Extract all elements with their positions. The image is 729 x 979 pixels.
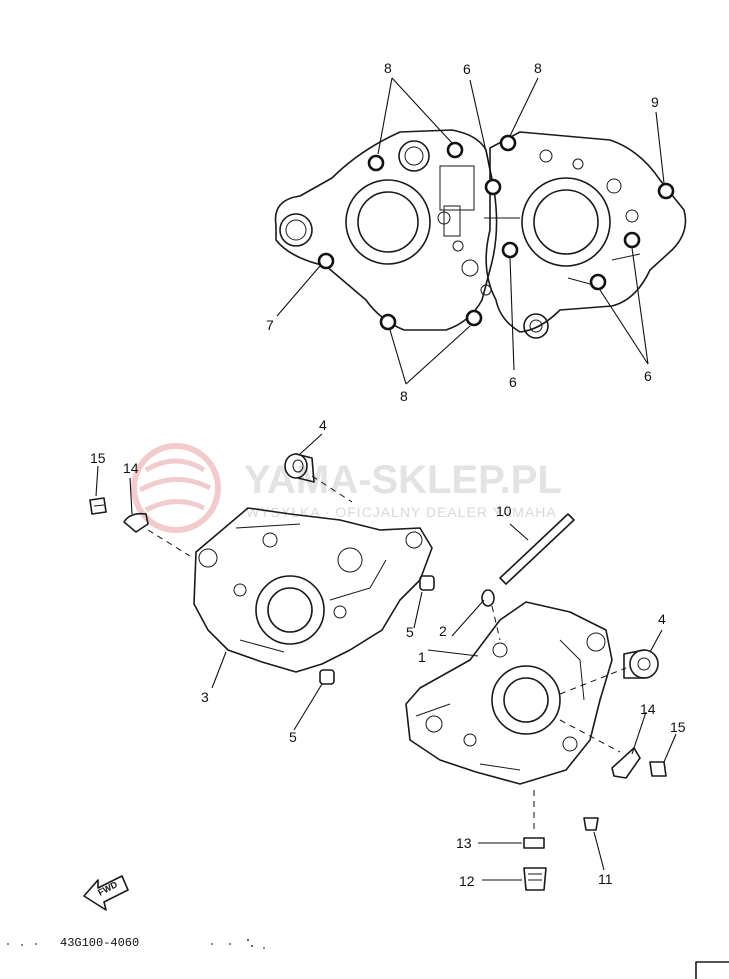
callout-11: 11: [598, 871, 613, 887]
callout-5: 5: [289, 729, 297, 745]
callout-8: 8: [384, 60, 392, 76]
screw-part-15-left: [89, 497, 107, 515]
callout-14: 14: [123, 460, 139, 476]
callout-4: 4: [319, 417, 327, 433]
callout-6: 6: [463, 61, 471, 77]
callout-2: 2: [439, 623, 447, 639]
callout-12: 12: [459, 873, 475, 889]
scan-dots: [7, 939, 265, 949]
callout-6: 6: [509, 374, 517, 390]
plate-part-14-left: [123, 512, 149, 533]
callout-8: 8: [400, 388, 408, 404]
washer-part-13: [523, 837, 545, 849]
callout-13: 13: [456, 835, 472, 851]
callout-15: 15: [90, 450, 106, 466]
watermark-tagline: WYSYŁKA · OFICJALNY DEALER YAMAHA: [246, 504, 557, 520]
crankcase-right-half: [405, 513, 667, 891]
callout-7: 7: [266, 317, 274, 333]
callout-labels: 8 6 8 9 7 8 6 6 4 15 14 10 5 2 1 4 3 5 1…: [90, 60, 686, 889]
plate-part-14-right: [611, 747, 641, 779]
watermark-logo: [131, 443, 221, 533]
leader-lines-lower: [95, 433, 677, 881]
crankcase-left-half: [89, 453, 435, 685]
figure-code: 43G100-4060: [60, 936, 139, 950]
screw-part-15-right: [649, 761, 667, 777]
plug-part-11: [583, 817, 599, 831]
callout-15: 15: [670, 719, 686, 735]
leader-lines-top: [276, 77, 665, 385]
pin-part-10: [499, 513, 575, 585]
callout-3: 3: [201, 689, 209, 705]
o-rings-top: [317, 134, 675, 331]
callout-1: 1: [418, 649, 426, 665]
bearing-part-4-right: [623, 649, 659, 679]
crankcase-top-view: [274, 129, 687, 339]
callout-10: 10: [496, 503, 512, 519]
watermark: YAMA-SKLEP.PL WYSYŁKA · OFICJALNY DEALER…: [131, 443, 562, 533]
page-corner-mark: [695, 961, 729, 979]
callout-14: 14: [640, 701, 656, 717]
watermark-brand: YAMA-SKLEP.PL: [244, 458, 562, 502]
callout-9: 9: [651, 94, 659, 110]
drain-bolt-part-12: [523, 867, 547, 891]
callout-4: 4: [658, 611, 666, 627]
callout-8: 8: [534, 60, 542, 76]
callout-5: 5: [406, 624, 414, 640]
fwd-arrow-icon: FWD: [83, 875, 129, 911]
bearing-part-4-left: [284, 453, 315, 483]
fwd-label: FWD: [96, 879, 119, 898]
callout-6: 6: [644, 368, 652, 384]
